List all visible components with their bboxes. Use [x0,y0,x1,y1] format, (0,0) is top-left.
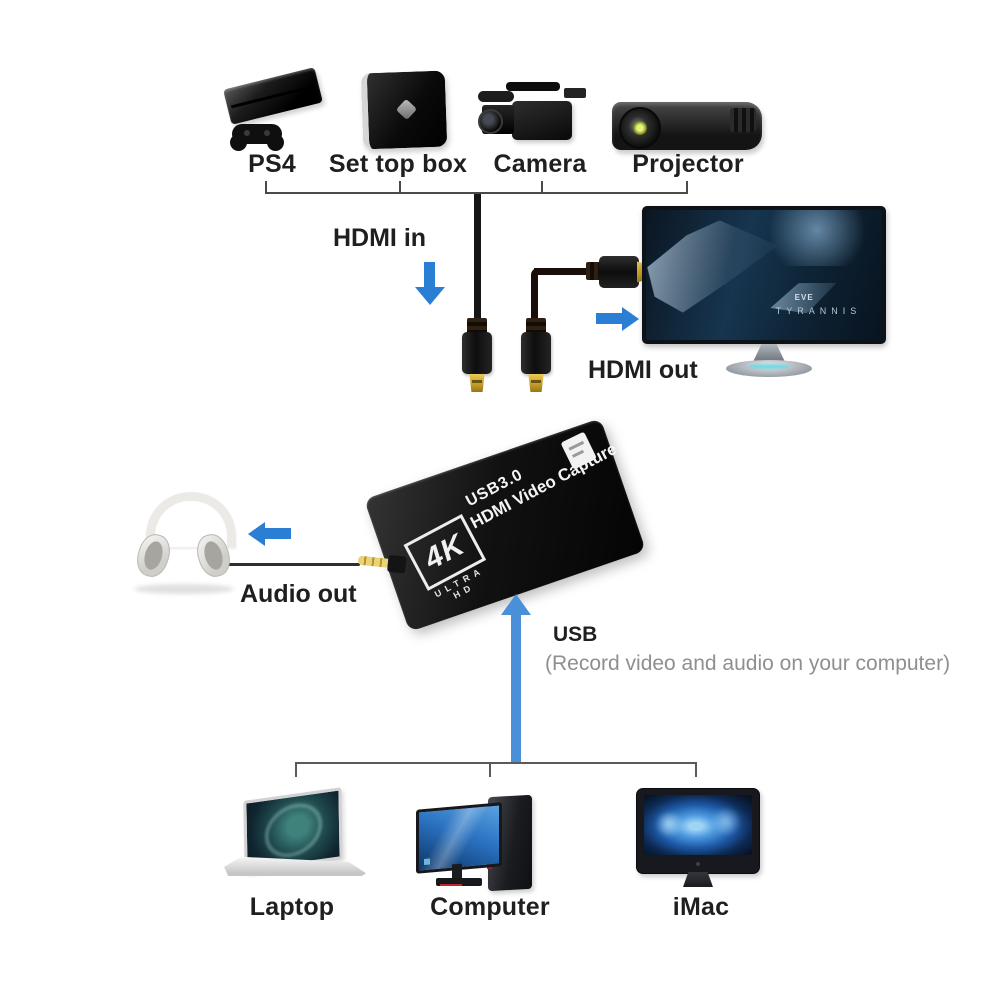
hdmi-in-arrowhead-icon [415,287,445,305]
set-top-box-icon [352,68,448,156]
hdmi-in-label: HDMI in [333,224,427,252]
usb-note: (Record video and audio on your computer… [545,652,951,675]
usb-label: USB [553,623,598,646]
source-label-camera: Camera [493,150,587,178]
projector-icon [610,94,766,158]
hdmi-out-arrow-icon [596,313,622,324]
imac-wallpaper [644,795,752,855]
camera-body [512,101,572,140]
computer-label-laptop: Laptop [249,893,335,921]
monitor-base-glow [748,364,790,369]
laptop-wallpaper [246,790,340,870]
audio-cable [222,563,360,566]
brand-logo-icon [395,98,418,121]
laptop-icon [224,787,366,892]
hdmi-connector1-body [462,332,492,374]
ps4-controller-icon [230,124,284,151]
headphones-icon [132,490,236,594]
bottom-bracket-tick-computer [489,762,491,777]
hdmi-connector1-plug [469,374,485,392]
hdmi-connector2-body [521,332,551,374]
imac-stand [683,872,713,887]
desktop-computer-icon [416,790,536,898]
bottom-bracket-tick-laptop [295,762,297,777]
computer-label-desktop: Computer [430,893,550,921]
audio-jack-body [387,554,407,574]
camera-lens [478,109,503,134]
audio-out-arrow-icon [265,528,291,539]
projector-lens-glow [633,121,647,135]
monitor-screen: EVE TYRANNIS [646,210,882,340]
projector-lens [619,107,661,149]
hdmi-cable-in [474,194,481,320]
usb-line [511,614,521,764]
hdmi-connector1-crimp [467,318,487,334]
camera-handle [506,82,560,91]
bottom-bracket-tick-imac [695,762,697,777]
monitor-stand-neck [752,344,786,364]
hdmi-cable-out-vertical [531,268,538,320]
top-bracket-tick-ps4 [265,181,267,193]
monitor-icon: EVE TYRANNIS [642,206,886,344]
hdmi-connector3-crimp [586,262,600,280]
top-bracket-tick-stb [399,181,401,193]
audio-out-label: Audio out [240,580,357,608]
source-label-ps4: PS4 [248,150,296,178]
top-bracket-line [265,192,688,194]
hdmi-out-label: HDMI out [588,356,698,384]
headphones-shadow [134,584,234,594]
ps4-console-icon [218,64,326,154]
audio-jack-tip [357,555,389,568]
top-bracket-tick-projector [686,181,688,193]
imac-display [636,788,760,874]
hdmi-cable-out-horizontal [534,268,590,275]
camera-viewfinder [564,88,586,98]
imac-icon [636,788,762,890]
camera-icon [476,78,592,156]
hdmi-connector3-body [599,256,639,288]
source-label-projector: Projector [632,150,744,178]
hdmi-connector2-crimp [526,318,546,334]
camera-mic [478,91,514,102]
desktop-monitor-base [436,878,482,886]
computer-label-imac: iMac [672,893,730,921]
screen-glow [752,210,882,266]
4k-logo-text: 4K [419,527,471,577]
audio-out-arrowhead-icon [248,522,265,546]
hdmi-in-arrow-icon [424,262,435,287]
top-bracket-tick-camera [541,181,543,193]
screen-title-text: TYRANNIS [775,306,862,317]
usb-arrowhead-icon [501,594,531,615]
audio-jack-icon [351,547,411,577]
source-label-set-top-box: Set top box [328,150,468,178]
projector-vents [730,108,756,132]
ps4-body [223,67,323,125]
taskbar-icon [424,858,430,866]
screen-brand-text: EVE [794,293,814,303]
laptop-deck [224,856,366,876]
apple-logo-dot [696,862,700,866]
set-top-box-body [360,70,448,150]
hdmi-out-arrowhead-icon [622,307,639,331]
headphones-band [146,492,236,547]
hdmi-connector2-plug [528,374,544,392]
bottom-bracket-line [295,762,697,764]
